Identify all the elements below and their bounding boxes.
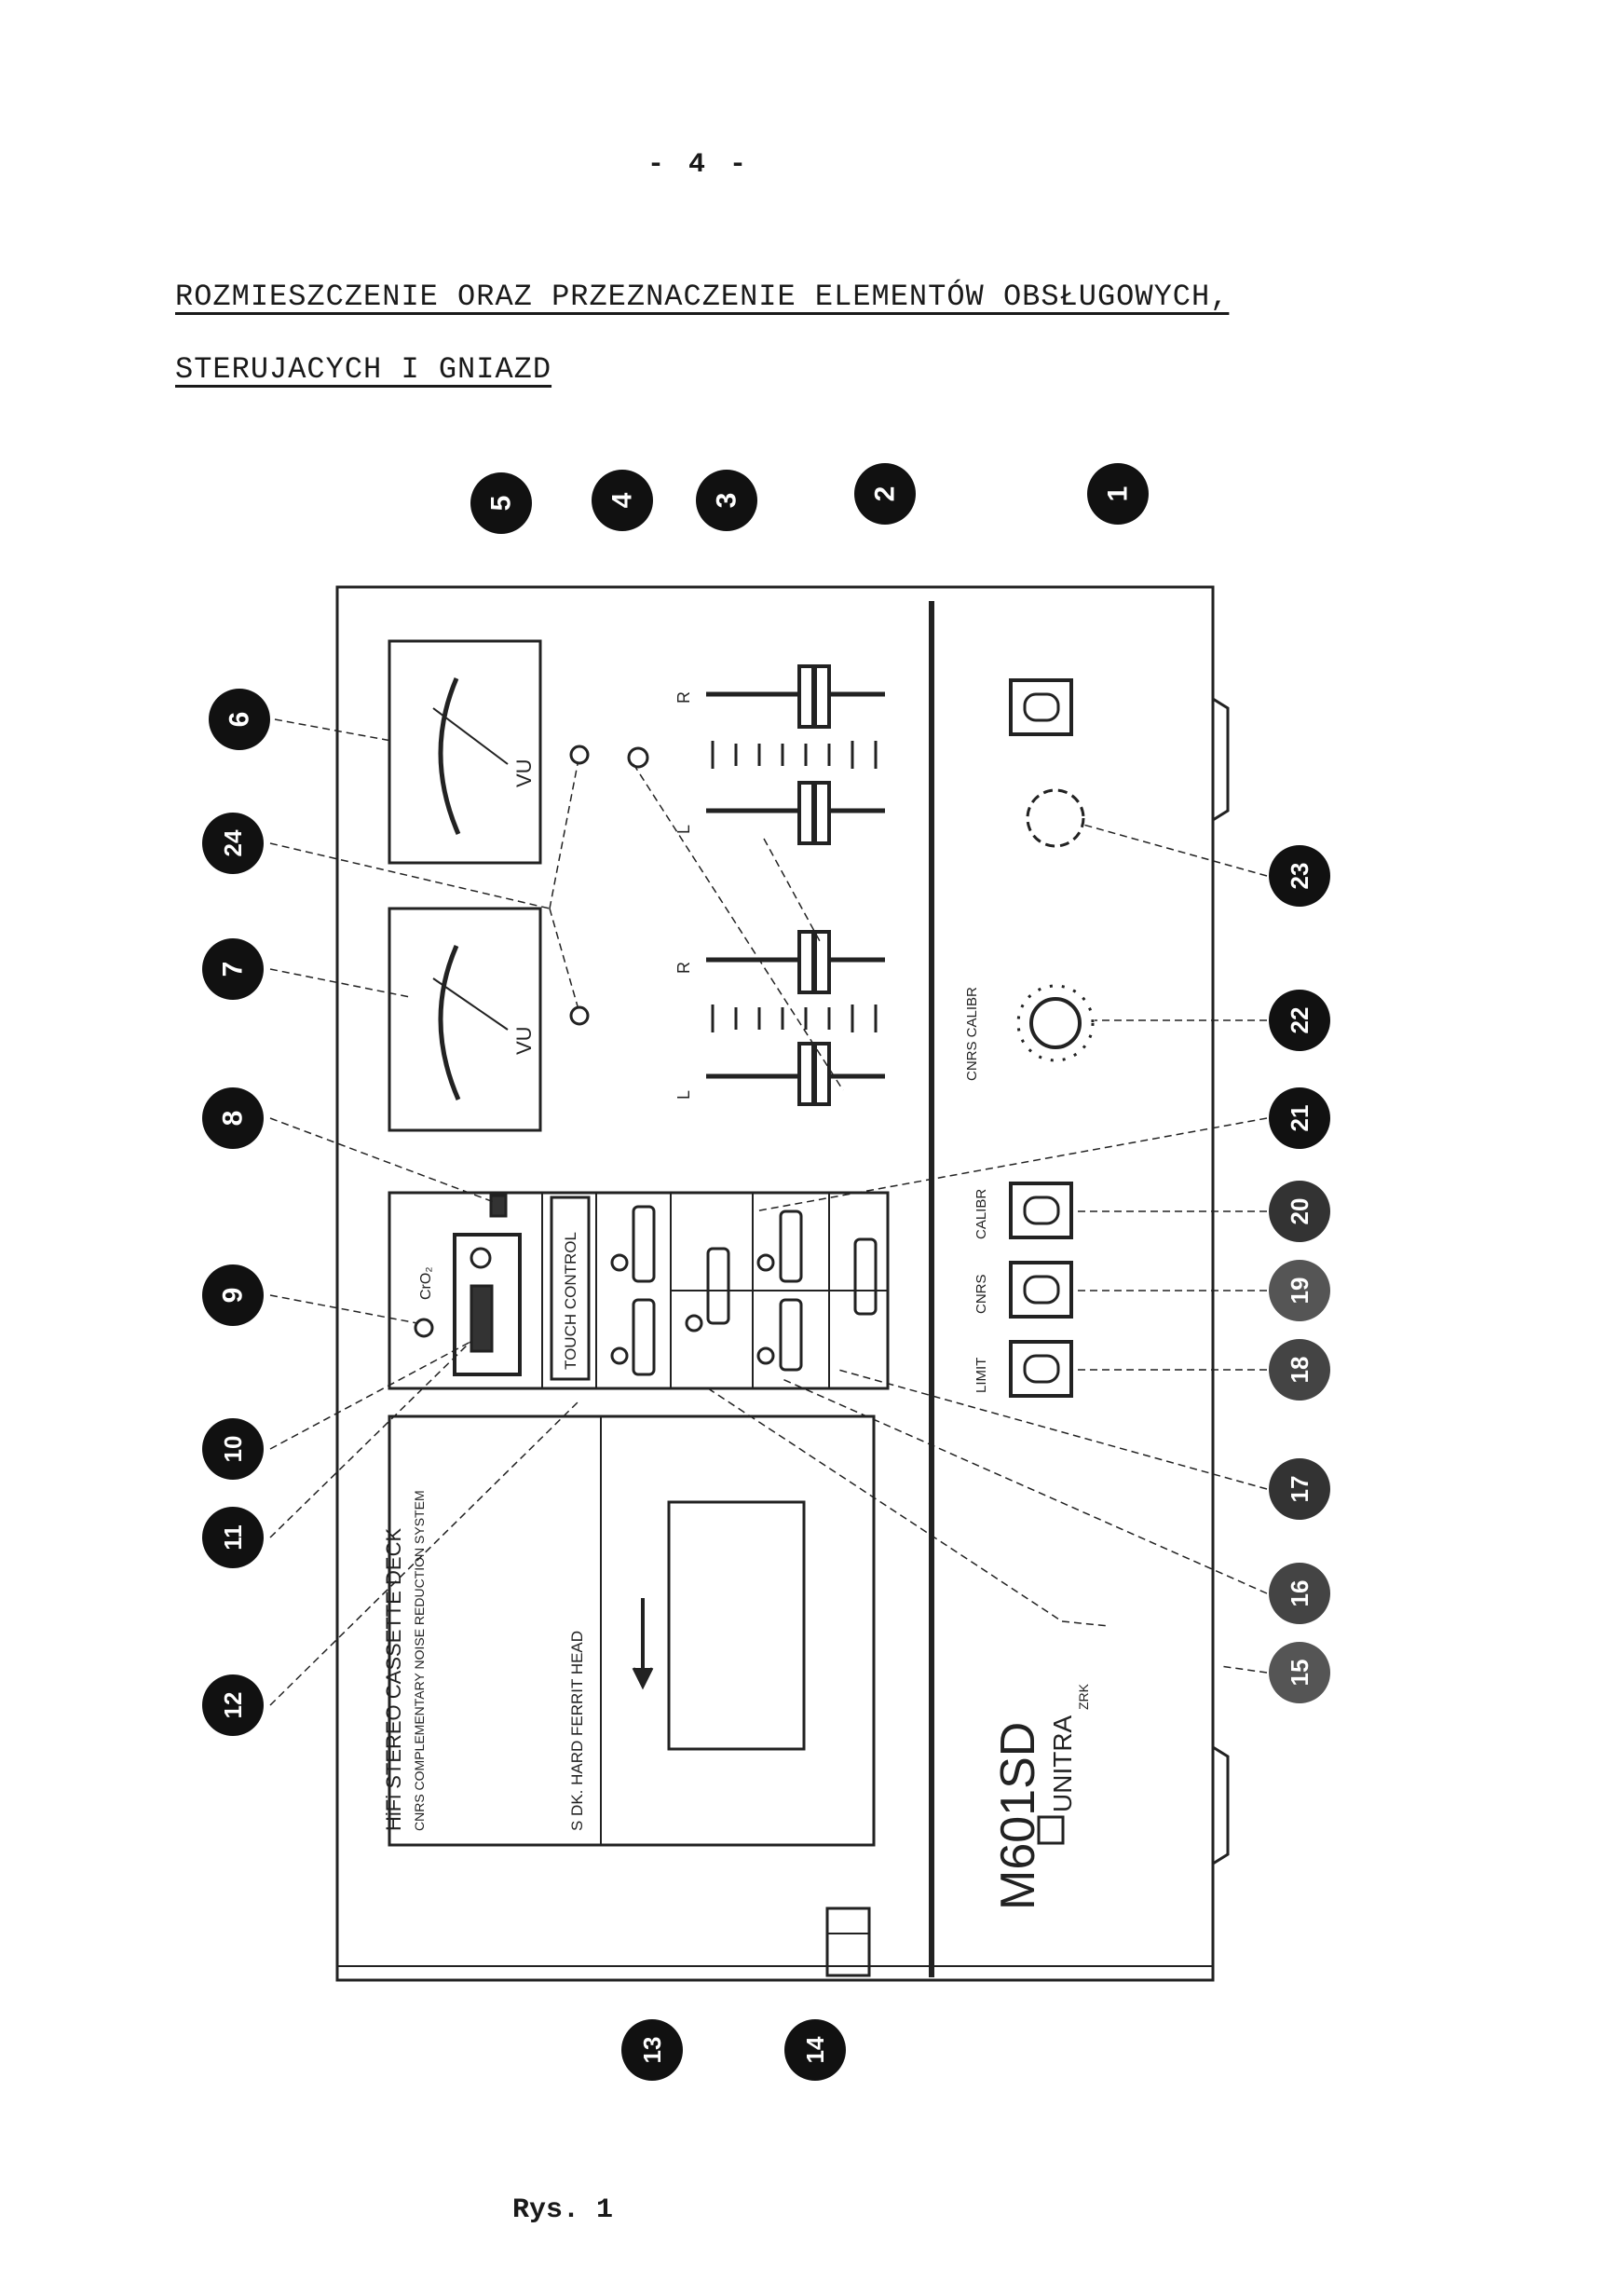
slider-label-r-lower: R — [674, 962, 693, 974]
callout-3: 3 — [696, 470, 757, 531]
svg-text:4: 4 — [607, 492, 638, 508]
callout-6: 6 — [209, 689, 270, 750]
callout-9: 9 — [202, 1264, 264, 1326]
deck-line-1: HiFi STEREO CASSETTE DECK — [382, 1528, 405, 1831]
brand-sub: ZRK — [1076, 1683, 1091, 1710]
vu-meter-left — [388, 907, 542, 1132]
power-switch[interactable] — [1009, 678, 1073, 736]
callout-12: 12 — [202, 1674, 264, 1736]
svg-text:17: 17 — [1286, 1476, 1314, 1503]
cnrs-calibr-label: CNRS CALIBR — [964, 987, 980, 1081]
callout-5: 5 — [470, 472, 532, 534]
slider-label-l-lower: L — [674, 1090, 693, 1100]
svg-text:6: 6 — [225, 712, 255, 728]
brand-name: UNITRA — [1048, 1715, 1077, 1812]
svg-text:2: 2 — [870, 486, 901, 502]
switch-label-cnrs: CNRS — [973, 1274, 989, 1314]
slider-label-r-upper: R — [674, 691, 693, 704]
callout-10: 10 — [202, 1418, 264, 1480]
svg-text:1: 1 — [1103, 486, 1134, 502]
svg-text:5: 5 — [486, 496, 517, 512]
callout-24: 24 — [202, 813, 264, 874]
title-line-2: STERUJACYCH I GNIAZD — [175, 352, 552, 387]
stop-button[interactable] — [706, 1247, 730, 1325]
cassette-compartment — [388, 1414, 876, 1847]
callout-11: 11 — [202, 1507, 264, 1568]
knob-upper[interactable] — [569, 745, 590, 765]
headphone-socket[interactable] — [1026, 788, 1085, 848]
svg-text:24: 24 — [219, 829, 247, 856]
device-body — [335, 585, 1215, 1982]
headphone-icon — [627, 746, 649, 769]
cro2-label: CrO₂ — [418, 1266, 434, 1300]
record-button[interactable] — [779, 1298, 803, 1372]
callout-7: 7 — [202, 938, 264, 1000]
switch-label-limit: LIMIT — [973, 1358, 989, 1393]
touch-control-label: TOUCH CONTROL — [562, 1232, 579, 1370]
svg-text:8: 8 — [218, 1111, 249, 1127]
limit-switch[interactable] — [1009, 1340, 1073, 1398]
page-number: - 4 - — [647, 149, 750, 181]
svg-text:22: 22 — [1286, 1007, 1314, 1034]
svg-text:14: 14 — [801, 2036, 829, 2063]
callout-19: 19 — [1269, 1260, 1330, 1321]
svg-text:11: 11 — [219, 1524, 247, 1551]
callout-22: 22 — [1269, 990, 1330, 1051]
svg-text:13: 13 — [638, 2037, 666, 2064]
vu-label-right: VU — [512, 758, 536, 787]
m-indicator — [489, 1194, 508, 1218]
cro2-led — [414, 1318, 434, 1338]
cnrs-switch[interactable] — [1009, 1261, 1073, 1319]
svg-text:19: 19 — [1286, 1278, 1314, 1305]
svg-text:7: 7 — [218, 962, 249, 977]
knob-lower[interactable] — [569, 1005, 590, 1026]
callouts: 1 2 3 4 5 6 24 7 8 9 10 11 12 13 14 15 1… — [202, 463, 1330, 2081]
ffwd-button[interactable] — [632, 1205, 656, 1283]
svg-text:16: 16 — [1286, 1580, 1314, 1607]
svg-text:3: 3 — [712, 493, 742, 509]
callout-17: 17 — [1269, 1458, 1330, 1520]
vu-meter-right — [388, 639, 542, 865]
callout-14: 14 — [784, 2019, 846, 2081]
cassette-indicator — [453, 1233, 522, 1376]
callout-18: 18 — [1269, 1339, 1330, 1401]
slider-label-l-upper: L — [674, 825, 693, 834]
svg-text:10: 10 — [219, 1436, 247, 1463]
callout-15: 15 — [1269, 1642, 1330, 1703]
svg-text:12: 12 — [219, 1692, 247, 1719]
deck-line-2: CNRS COMPLEMENTARY NOISE REDUCTION SYSTE… — [412, 1490, 427, 1831]
callout-8: 8 — [202, 1087, 264, 1149]
svg-text:21: 21 — [1286, 1105, 1314, 1132]
figure-caption: Rys. 1 — [512, 2194, 614, 2226]
title-line-1: ROZMIESZCZENIE ORAZ PRZEZNACZENIE ELEMEN… — [175, 280, 1230, 314]
play-button[interactable] — [779, 1210, 803, 1283]
callout-16: 16 — [1269, 1563, 1330, 1624]
eject-button[interactable] — [825, 1906, 871, 1977]
calibr-switch[interactable] — [1009, 1182, 1073, 1239]
pause-button[interactable] — [853, 1237, 878, 1316]
svg-text:15: 15 — [1286, 1660, 1314, 1687]
callout-4: 4 — [592, 470, 653, 531]
touch-control-box — [550, 1196, 591, 1381]
switch-label-calibr: CALIBR — [973, 1189, 989, 1239]
svg-text:18: 18 — [1286, 1357, 1314, 1384]
head-label: S DK. HARD FERRIT HEAD — [568, 1631, 586, 1831]
vu-label-left: VU — [512, 1026, 536, 1055]
svg-text:20: 20 — [1286, 1198, 1314, 1225]
svg-text:23: 23 — [1286, 863, 1314, 890]
calibr-knob[interactable] — [1029, 997, 1082, 1049]
callout-23: 23 — [1269, 845, 1330, 907]
model-name: M601SD — [991, 1722, 1045, 1910]
svg-text:9: 9 — [218, 1288, 249, 1304]
unitra-logo — [1037, 1815, 1065, 1845]
callout-21: 21 — [1269, 1087, 1330, 1149]
callout-1: 1 — [1087, 463, 1149, 525]
callout-2: 2 — [854, 463, 916, 525]
cassette-window — [667, 1500, 806, 1751]
callout-13: 13 — [621, 2019, 683, 2081]
callout-20: 20 — [1269, 1181, 1330, 1242]
rewind-button[interactable] — [632, 1298, 656, 1376]
